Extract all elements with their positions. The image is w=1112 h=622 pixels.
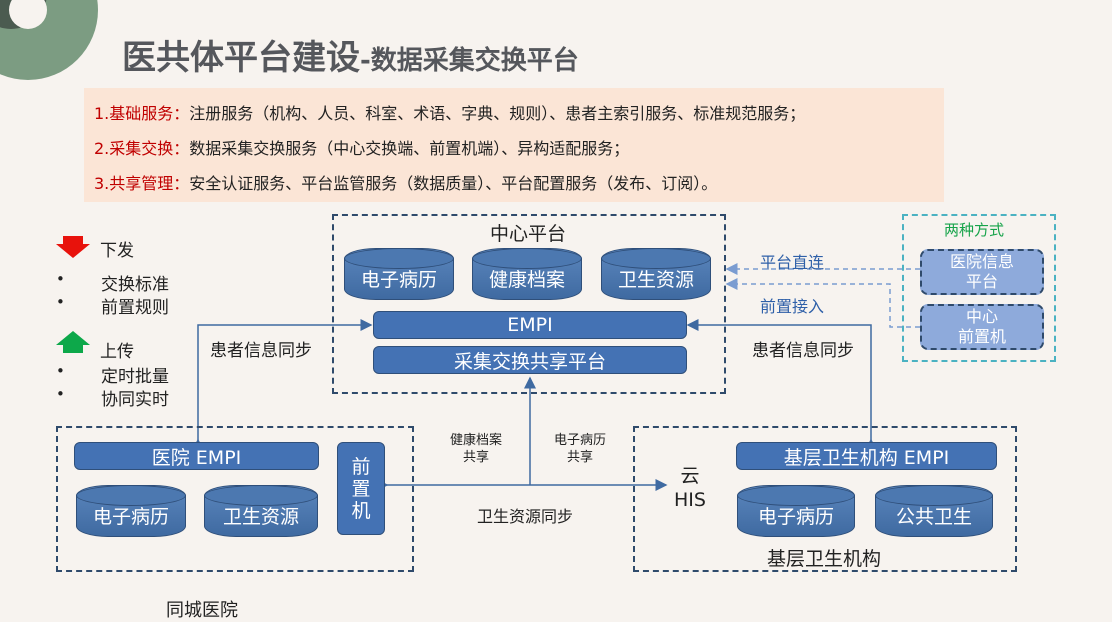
db-label: 卫生资源: [222, 506, 299, 528]
center-empi: EMPI: [373, 311, 687, 339]
label-sync-left: 患者信息同步: [210, 341, 312, 361]
center-platform: [332, 214, 726, 394]
center-db-health: 健康档案: [472, 248, 582, 300]
line-proxy: [725, 278, 920, 328]
label-sync-right: 患者信息同步: [752, 341, 854, 361]
primary-db-emr: 电子病历: [737, 485, 855, 537]
service-key: 1.基础服务：: [94, 104, 190, 123]
service-text: 数据采集交换服务（中心交换端、前置机端）、异构适配服务；: [189, 139, 630, 158]
logo-circle: [0, 0, 98, 80]
primary-care-box: [633, 426, 1017, 572]
page-title: 医共体平台建设-数据采集交换平台: [122, 30, 579, 79]
title-main: 医共体平台建设: [122, 38, 360, 78]
bullet: •: [56, 270, 65, 288]
modes-title: 两种方式: [944, 221, 1005, 239]
center-db-resource: 卫生资源: [601, 248, 711, 300]
center-db-emr: 电子病历: [344, 248, 454, 300]
label-health-share: 健康档案 共享: [450, 433, 503, 465]
modes-box: [902, 214, 1056, 362]
hospital-frontend: 前 置 机: [337, 442, 385, 535]
logo-ring: [0, 0, 47, 29]
legend-up-label: 上传: [100, 342, 134, 362]
hospital-box: [56, 426, 414, 572]
cloud-his: 云 HIS: [674, 465, 706, 511]
db-label: 公共卫生: [895, 506, 972, 528]
legend-up-item: 协同实时: [101, 390, 169, 410]
db-label: 电子病历: [92, 506, 169, 528]
services-panel: 1.基础服务：注册服务（机构、人员、科室、术语、字典、规则）、患者主索引服务、标…: [84, 88, 944, 202]
hospital-info-platform: 医院信息 平台: [920, 249, 1044, 295]
bullet: •: [56, 293, 65, 311]
legend-up-item: 定时批量: [101, 367, 169, 387]
label-resource-sync: 卫生资源同步: [477, 507, 574, 526]
up-arrow-icon: [56, 331, 90, 353]
service-text: 注册服务（机构、人员、科室、术语、字典、规则）、患者主索引服务、标准规范服务；: [189, 104, 806, 123]
legend-down-item: 前置规则: [101, 298, 169, 318]
service-line-3: 3.共享管理：安全认证服务、平台监管服务（数据质量）、平台配置服务（发布、订阅）…: [94, 170, 717, 194]
primary-empi: 基层卫生机构 EMPI: [736, 442, 997, 470]
label-proxy: 前置接入: [760, 297, 825, 316]
title-sub: -数据采集交换平台: [360, 46, 579, 76]
service-line-2: 2.采集交换：数据采集交换服务（中心交换端、前置机端）、异构适配服务；: [94, 135, 629, 159]
logo-hole: [9, 0, 47, 29]
label-direct: 平台直连: [760, 253, 825, 272]
service-key: 2.采集交换：: [94, 139, 190, 158]
down-arrow-icon: [56, 236, 90, 258]
label-emr-share: 电子病历 共享: [554, 433, 607, 465]
hospital-db-emr: 电子病历: [76, 485, 186, 537]
exchange-platform: 采集交换共享平台: [373, 346, 687, 374]
db-label: 健康档案: [488, 269, 565, 291]
legend-down-label: 下发: [100, 241, 134, 261]
db-label: 电子病历: [757, 506, 834, 528]
bullet: •: [56, 362, 65, 380]
service-text: 安全认证服务、平台监管服务（数据质量）、平台配置服务（发布、订阅）。: [189, 174, 718, 193]
primary-db-public: 公共卫生: [875, 485, 993, 537]
db-label: 卫生资源: [617, 269, 694, 291]
hospital-empi: 医院 EMPI: [74, 442, 319, 470]
bullet: •: [56, 385, 65, 403]
hospital-caption: 同城医院: [166, 600, 238, 621]
legend-down-item: 交换标准: [101, 275, 169, 295]
hospital-db-resource: 卫生资源: [204, 485, 318, 537]
line-right-sync: [686, 319, 877, 451]
primary-caption: 基层卫生机构: [767, 548, 882, 570]
db-label: 电子病历: [360, 269, 437, 291]
service-key: 3.共享管理：: [94, 174, 190, 193]
center-title: 中心平台: [490, 223, 567, 245]
center-frontend-node: 中心 前置机: [920, 304, 1044, 350]
line-left-sync: [192, 319, 373, 451]
service-line-1: 1.基础服务：注册服务（机构、人员、科室、术语、字典、规则）、患者主索引服务、标…: [94, 100, 805, 124]
